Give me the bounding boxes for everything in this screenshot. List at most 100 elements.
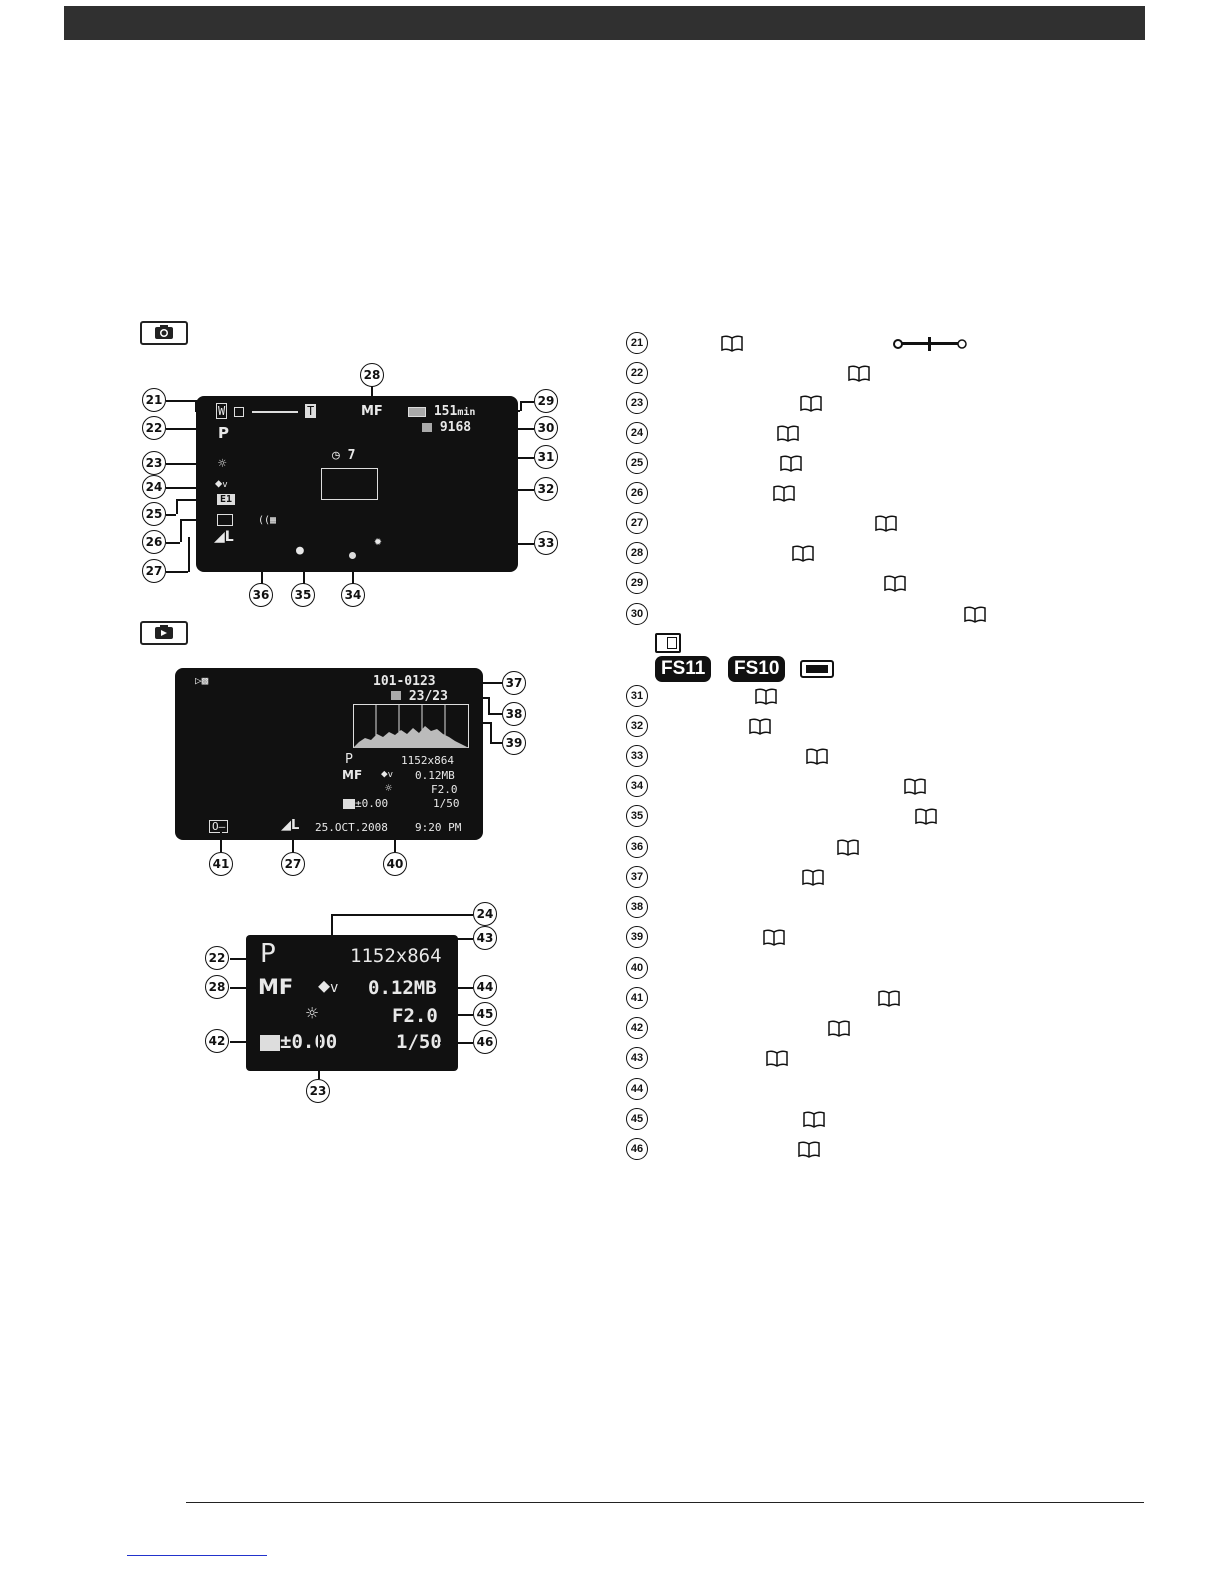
exposure-icon (343, 799, 355, 809)
mini-video-light-icon: ● (296, 543, 304, 558)
battery-icon (408, 406, 426, 417)
aperture: F2.0 (392, 1005, 438, 1027)
shooting-mode: P (218, 424, 229, 442)
reference-number: 33 (626, 745, 648, 767)
zoom-t-label: T (304, 404, 317, 418)
callout-43: 43 (473, 926, 497, 950)
reference-number: 25 (626, 452, 648, 474)
page-reference-book-icon (763, 929, 785, 946)
reference-number: 46 (626, 1138, 648, 1160)
page-reference-book-icon (780, 455, 802, 472)
reference-number: 22 (626, 362, 648, 384)
callout-23: 23 (306, 1079, 330, 1103)
callout-35: 35 (291, 583, 315, 607)
remaining-shots-value: 9168 (439, 420, 472, 435)
callout-24: 24 (142, 475, 166, 499)
reference-number: 42 (626, 1017, 648, 1039)
reference-number: 40 (626, 957, 648, 979)
resolution: 1152x864 (401, 754, 454, 767)
reference-number: 45 (626, 1108, 648, 1130)
af-frame (321, 468, 378, 500)
reference-number: 31 (626, 685, 648, 707)
callout-33: 33 (534, 531, 558, 555)
page-reference-book-icon (964, 606, 986, 623)
page-reference-book-icon (777, 425, 799, 442)
shutter: 1/50 (433, 797, 460, 810)
image-effect-icon: ◆v (215, 476, 228, 490)
callout-30: 30 (534, 416, 558, 440)
self-timer-value: 7 (347, 448, 356, 463)
white-balance-icon: ☼ (218, 456, 227, 472)
page-reference-book-icon (802, 869, 824, 886)
reference-number: 32 (626, 715, 648, 737)
callout-41: 41 (209, 852, 233, 876)
file-size: 0.12MB (368, 977, 437, 999)
zoom-bar-line (251, 410, 298, 413)
reference-number: 28 (626, 542, 648, 564)
fs10-badge: FS10 (728, 656, 786, 682)
callout-28: 28 (360, 363, 384, 387)
reference-number: 27 (626, 512, 648, 534)
zoom-slider-icon (893, 337, 967, 351)
recording-date: 25.OCT.2008 (315, 821, 388, 834)
exposure-indicator: ±0.00 (260, 1031, 337, 1053)
page-reference-book-icon (915, 808, 937, 825)
flash-icon: ✹ (374, 534, 382, 549)
callout-39: 39 (502, 731, 526, 755)
playback-card-icon: ▷▩ (195, 674, 209, 687)
page-reference-book-icon (721, 335, 743, 352)
histogram (353, 704, 469, 748)
reference-number: 39 (626, 926, 648, 948)
white-balance-icon: ☼ (385, 781, 393, 795)
reference-number: 43 (626, 1047, 648, 1069)
page-reference-book-icon (755, 688, 777, 705)
memory-card-icon (655, 633, 681, 653)
white-balance-icon: ☼ (306, 1001, 319, 1025)
zoom-indicator: W T (216, 403, 317, 419)
card-icon (391, 691, 401, 700)
image-quality-icon: ◢L (281, 818, 300, 833)
callout-26: 26 (142, 530, 166, 554)
callout-25: 25 (142, 502, 166, 526)
reference-number: 24 (626, 422, 648, 444)
file-size: 0.12MB (415, 769, 455, 782)
callout-22: 22 (142, 416, 166, 440)
callout-24: 24 (473, 902, 497, 926)
exposure-value: ±0.00 (280, 1031, 338, 1053)
reference-number: 30 (626, 603, 648, 625)
page-reference-book-icon (875, 515, 897, 532)
file-number: 101-0123 (373, 674, 436, 689)
camera-mode-icon (140, 321, 188, 345)
resolution: 1152x864 (350, 945, 442, 967)
page-reference-book-icon (749, 718, 771, 735)
page-reference-book-icon (773, 485, 795, 502)
reference-number: 37 (626, 866, 648, 888)
self-timer-icon: ◷ (332, 448, 340, 463)
callout-40: 40 (383, 852, 407, 876)
self-timer-indicator: ◷ 7 (332, 448, 355, 463)
callout-21: 21 (142, 388, 166, 412)
image-count: 23/23 (391, 689, 448, 704)
page-reference-book-icon (792, 545, 814, 562)
page-reference-book-icon (800, 395, 822, 412)
exposure-icon (260, 1034, 280, 1051)
callout-36: 36 (249, 583, 273, 607)
reference-number: 36 (626, 836, 648, 858)
reference-number: 29 (626, 572, 648, 594)
callout-37: 37 (502, 671, 526, 695)
page-reference-book-icon (828, 1020, 850, 1037)
drive-mode-icon (217, 514, 233, 526)
playback-mode-icon (140, 621, 188, 645)
reference-number: 41 (626, 987, 648, 1009)
card-access-indicator (349, 552, 356, 559)
built-in-memory-icon (800, 660, 834, 678)
reference-number: 35 (626, 805, 648, 827)
battery-time: 151 (433, 404, 458, 419)
shooting-mode: P (260, 939, 276, 969)
page-reference-book-icon (798, 1141, 820, 1158)
reference-number: 23 (626, 392, 648, 414)
shooting-mode: P (345, 752, 353, 767)
callout-27: 27 (281, 852, 305, 876)
callout-42: 42 (205, 1029, 229, 1053)
page-reference-book-icon (848, 365, 870, 382)
